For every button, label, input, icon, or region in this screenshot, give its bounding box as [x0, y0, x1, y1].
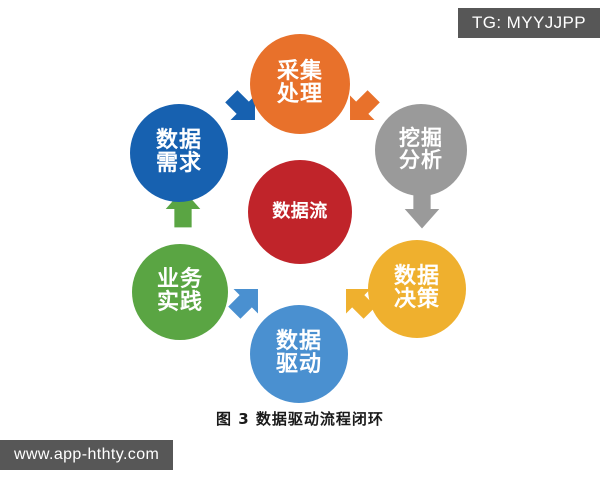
node-label-line1: 数据 — [393, 264, 440, 290]
node-data-flow-center[interactable]: 数据流 — [248, 160, 352, 264]
node-label-line2: 分析 — [399, 148, 443, 172]
data-driven-cycle-diagram: 采集 处理 挖掘 分析 数据 决策 数据 驱动 业务 实践 数据 需求 数据流 — [110, 22, 490, 403]
node-data-driven[interactable]: 数据 驱动 — [250, 305, 348, 403]
node-collect-process[interactable]: 采集 处理 — [250, 34, 350, 134]
node-data-demand[interactable]: 数据 需求 — [130, 104, 228, 202]
node-label-line1: 业务 — [156, 267, 203, 293]
node-label-line1: 采集 — [276, 59, 323, 85]
arrow-drive-to-practice-icon — [218, 275, 272, 329]
arrow-practice-to-demand-icon — [156, 182, 210, 236]
watermark-badge-bottom-left: www.app-hthty.com — [0, 440, 174, 470]
node-business-practice[interactable]: 业务 实践 — [132, 244, 228, 340]
node-label-line1: 挖掘 — [399, 126, 443, 151]
node-label-line1: 数据 — [275, 329, 322, 355]
node-mine-analyze[interactable]: 挖掘 分析 — [375, 104, 467, 196]
node-data-decision[interactable]: 数据 决策 — [368, 240, 466, 338]
node-label-line1: 数据 — [155, 128, 202, 154]
watermark-badge-top-right: TG: MYYJJPP — [458, 8, 600, 38]
arrow-demand-to-collect-icon — [215, 80, 269, 134]
center-label: 数据流 — [272, 200, 328, 222]
arrow-mine-to-decide-icon — [395, 182, 449, 236]
arrow-decide-to-drive-icon — [332, 275, 386, 329]
arrow-collect-to-mine-icon — [336, 80, 390, 134]
node-label-line2: 处理 — [276, 82, 323, 107]
node-label-line2: 实践 — [156, 290, 203, 315]
node-label-line2: 驱动 — [275, 352, 322, 377]
figure-caption: 图 3 数据驱动流程闭环 — [216, 410, 384, 428]
node-label-line2: 决策 — [393, 287, 440, 312]
node-label-line2: 需求 — [155, 151, 202, 176]
